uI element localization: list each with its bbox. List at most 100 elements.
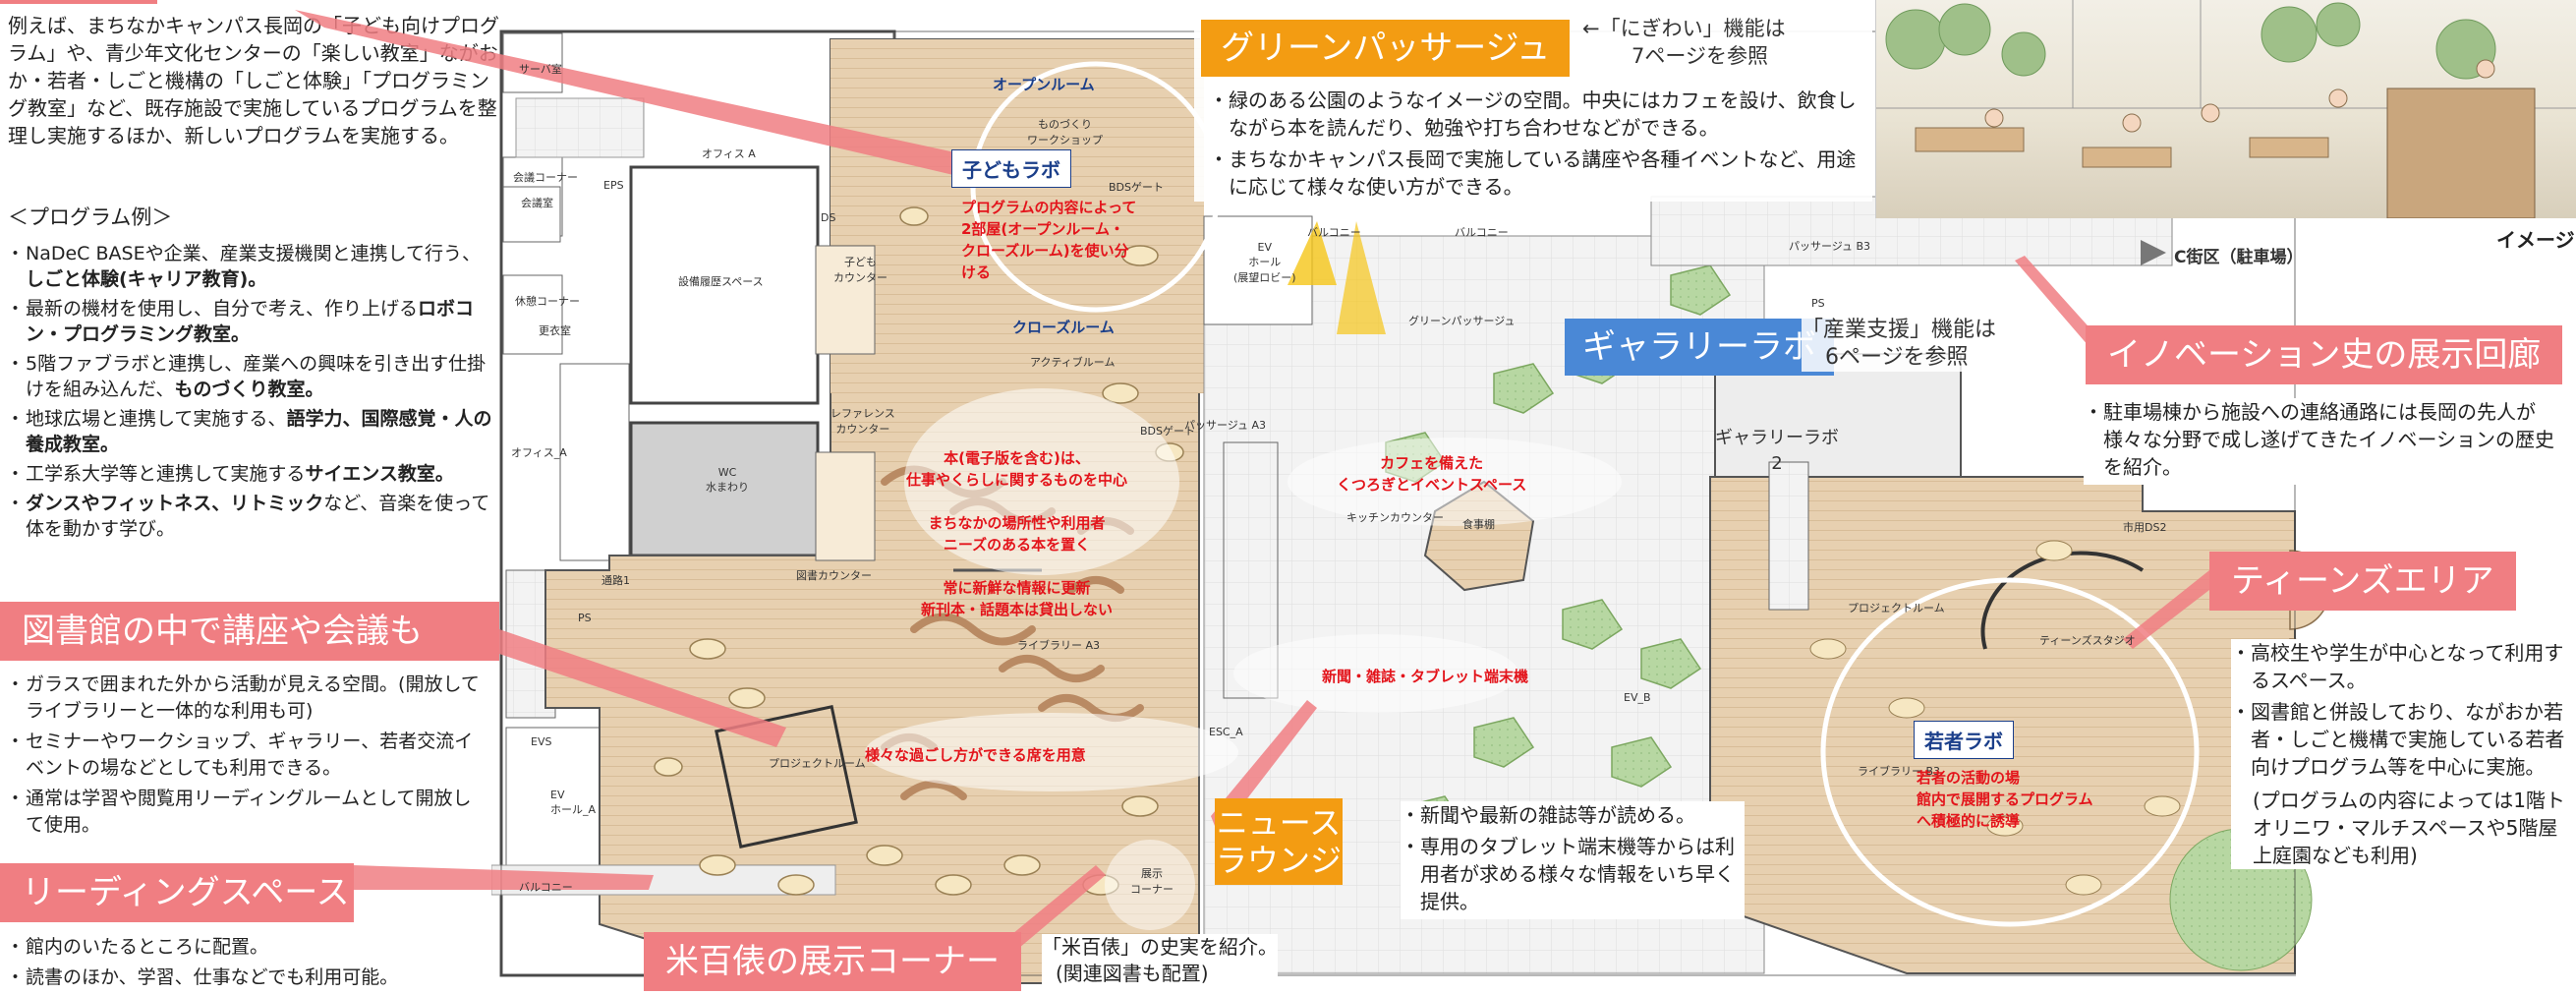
green-passage-title: グリーンパッサージュ — [1201, 20, 1571, 77]
equipment-space — [629, 165, 820, 405]
label-ev-hall: EV ホール (展望ロビー) — [1233, 241, 1296, 284]
street-label: C街区（駐車場） — [2174, 248, 2304, 267]
news-title: ニュース ラウンジ — [1215, 798, 1343, 885]
news-title-line2: ラウンジ — [1215, 842, 1342, 879]
counter-block — [815, 245, 876, 355]
label-rest-corner: 休憩コーナー — [515, 295, 580, 308]
project-room-a — [715, 705, 858, 849]
yonehyappyo-note: 「米百俵」の史実を紹介。 (関連図書も配置) — [1042, 934, 1278, 987]
label-shisetsu-ds: 市用DS2 — [2123, 521, 2167, 534]
teens-bullet: 高校生や学生が中心となって利用するスペース。 — [2231, 639, 2570, 694]
gallery-room-line1: ギャラリーラボ — [1715, 428, 1839, 448]
label-ev-hall-a: EV ホール_A — [550, 789, 597, 816]
nigiwai-ref-line2: 7ページを参照 — [1631, 44, 1768, 68]
label-meeting-corner: 会議コーナー — [513, 171, 578, 184]
label-library-b3: ライブラリー B3 — [1858, 765, 1941, 778]
pointer-reading — [354, 865, 654, 890]
cafe-note: カフェを備えた くつろぎとイベントスペース — [1337, 454, 1527, 494]
label-ev-s: EVS — [531, 735, 552, 748]
label-cafe: 食事棚 — [1462, 518, 1495, 531]
pointer-innovation — [2015, 256, 2095, 354]
ev-hall-top — [1203, 215, 1313, 325]
tables — [654, 206, 1184, 896]
lecture-bullet: 通常は学習や閲覧用リーディングルームとして開放して使用。 — [6, 786, 487, 839]
nigiwai-ref: ←「にぎわい」機能は 7ページを参照 — [1582, 15, 1786, 70]
label-passage-b3: パッサージュ B3 — [1789, 240, 1871, 253]
close-room-label: クローズルーム — [1012, 319, 1115, 336]
label-active-room: アクティブルーム — [1030, 356, 1116, 369]
program-item: 最新の機材を使用し、自分で考え、作り上げるロボコン・プログラミング教室。 — [6, 296, 492, 347]
innovation-text: 駐車場棟から施設への連絡通路には長岡の先人が様々な分野で成し遂げてきたイノベーシ… — [2084, 398, 2570, 481]
news-bullet: 新聞や最新の雑誌等が読める。 — [1401, 801, 1745, 829]
kids-note: プログラムの内容によって 2部屋(オープンルーム・ クローズルーム)を使い分 け… — [961, 199, 1137, 281]
kids-lab-area — [830, 39, 1204, 393]
lecture-bullets: ガラスで囲まれた外から活動が見える空間。(開放してライブラリーと一体的な利用も可… — [6, 672, 487, 843]
yonehyappyo-note-line2: (関連図書も配置) — [1056, 962, 1209, 985]
seat-note: 様々な過ごし方ができる席を用意 — [865, 746, 1086, 764]
office-a-lower — [559, 363, 630, 561]
program-item: 地球広場と連携して実施する、語学力、国際感覚・人の養成教室。 — [6, 406, 492, 457]
sketch-illustration — [1876, 0, 2576, 218]
reading-bullet: 館内のいたるところに配置。 — [6, 934, 487, 961]
label-equipment: 設備履歴スペース — [678, 275, 764, 288]
label-balcony-left: バルコニー — [519, 881, 573, 894]
rest-corner — [502, 274, 563, 355]
news-bullets: 新聞や最新の雑誌等が読める。 専用のタブレット端末機等からは利用者が求める様々な… — [1401, 801, 1745, 915]
top-left-accent — [0, 0, 157, 4]
label-bds-gate-2: BDSゲート — [1140, 425, 1195, 438]
label-library-counter: 図書カウンター — [796, 569, 872, 582]
lecture-bullet: ガラスで囲まれた外から活動が見える空間。(開放してライブラリーと一体的な利用も可… — [6, 672, 487, 725]
teens-note: (プログラムの内容によっては1階トオリニワ・マルチスペースや5階屋上庭園なども利… — [2253, 789, 2565, 867]
street-arrow-icon — [2141, 240, 2166, 265]
label-monozukuri: ものづくり ワークショップ — [1027, 118, 1103, 146]
label-project-room: プロジェクトルーム — [769, 757, 866, 770]
label-green-passage-plan: グリーンパッサージュ — [1408, 315, 1516, 327]
label-library-a3: ライブラリー A3 — [1017, 639, 1101, 652]
sangyo-ref-line2: 6ページを参照 — [1825, 345, 1969, 370]
program-item: ダンスやフィットネス、リトミックなど、音楽を使って体を動かす学び。 — [6, 491, 492, 542]
news-note: 新聞・雑誌・タブレット端末機 — [1322, 668, 1529, 685]
label-esc-a: ESC_A — [1209, 726, 1243, 738]
label-kids-counter: 子ども カウンター — [833, 256, 887, 284]
seat-note-oval — [865, 713, 1238, 791]
nigiwai-ref-line1: ←「にぎわい」機能は — [1582, 17, 1786, 40]
news-text-block: 新聞や最新の雑誌等が読める。 専用のタブレット端末機等からは利用者が求める様々な… — [1401, 801, 1745, 919]
news-note-oval — [1233, 634, 1518, 713]
reading-bullet: 読書のほか、学習、仕事などでも利用可能。 — [6, 965, 487, 991]
youth-lab-circle — [1820, 577, 2200, 927]
label-ds: DS — [821, 211, 836, 224]
label-office-a: オフィス A — [702, 147, 756, 160]
gallery-room-line2: 2 — [1771, 453, 1783, 474]
teens-text-block: 高校生や学生が中心となって利用するスペース。 図書館と併設しており、ながおか若者… — [2231, 639, 2570, 869]
news-title-line1: ニュース — [1216, 804, 1342, 842]
teens-bullets: 高校生や学生が中心となって利用するスペース。 図書館と併設しており、ながおか若者… — [2231, 639, 2570, 781]
label-server: サーバ室 — [519, 63, 562, 76]
label-corridor: 通路1 — [601, 574, 630, 587]
reading-section-title: リーディングスペース — [0, 863, 354, 922]
green-light-beam-1 — [1288, 221, 1337, 285]
label-reference-counter: レファレンス カウンター — [830, 407, 895, 436]
image-caption: イメージ — [2496, 228, 2575, 252]
program-item: 5階ファブラボと連携し、産業への興味を引き出す仕掛けを組み込んだ、ものづくり教室… — [6, 351, 492, 402]
green-light-beam-2 — [1337, 221, 1386, 334]
cafe-sketch-image — [1875, 0, 2576, 218]
wc-area — [629, 421, 820, 557]
label-passage-a3: パッサージュ A3 — [1184, 419, 1267, 432]
innovation-list: 駐車場棟から施設への連絡通路には長岡の先人が様々な分野で成し遂げてきたイノベーシ… — [2084, 398, 2570, 481]
book-note: 本(電子版を含む)は、 仕事やくらしに関するものを中心 まちなかの場所性や利用者… — [906, 449, 1128, 618]
reading-bullets: 館内のいたるところに配置。 読書のほか、学習、仕事などでも利用可能。 — [6, 934, 487, 995]
label-wc: WC 水まわり — [706, 466, 749, 494]
pointer-teens — [2123, 570, 2209, 649]
green-passage-bullet: まちなかキャンパス長岡で実施している講座や各種イベントなど、用途に応じて様々な使… — [1209, 146, 1858, 201]
intro-paragraph: 例えば、まちなかキャンパス長岡の「子ども向けプログラム」や、青少年文化センターの… — [8, 14, 499, 147]
label-ev-b: EV_B — [1624, 691, 1651, 704]
label-meeting-room: 会議室 — [521, 197, 553, 209]
teens-title: ティーンズエリア — [2209, 552, 2516, 611]
label-project-room-b: プロジェクトルーム — [1848, 602, 1945, 615]
program-list: NaDeC BASEや企業、産業支援機関と連携して行う、しごと体験(キャリア教育… — [6, 241, 492, 546]
sangyo-ref: 「産業支援」機能は 6ページを参照 — [1802, 317, 1997, 372]
label-eps: EPS — [603, 179, 624, 192]
label-teens-studio: ティーンズスタジオ — [2039, 634, 2136, 647]
label-bds-gate: BDSゲート — [1109, 181, 1164, 194]
label-ps: PS — [578, 612, 592, 624]
